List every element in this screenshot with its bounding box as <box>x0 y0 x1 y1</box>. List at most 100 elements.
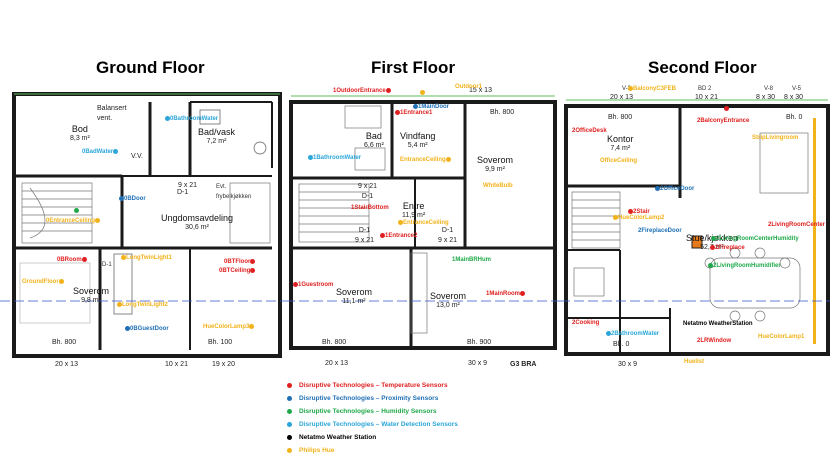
bh-right-second: Bh. 0 <box>786 114 803 121</box>
v8-label: V-8 <box>764 86 774 92</box>
dim-top3-second: 8 x 30 <box>756 94 776 101</box>
sensor-1guestroom[interactable]: 1Guestroom <box>293 282 333 289</box>
sensor-striplivingroom[interactable]: StripLivingroom <box>752 135 799 141</box>
sensor-balcony-dot[interactable] <box>724 106 729 113</box>
sensor-longtwinlight2[interactable]: LongTwinLight2 <box>117 302 168 309</box>
sensor-2cooking[interactable]: 2Cooking <box>572 320 600 326</box>
sensor-2bathroomwater[interactable]: 2BathroomWater <box>606 331 659 338</box>
dim-top1-second: 20 x 13 <box>610 94 633 101</box>
sensor-groundfloor[interactable]: GroundFloor <box>22 279 64 286</box>
sensor-2stair[interactable]: 2Stair <box>628 209 650 216</box>
sensor-2livingroomhumidifier[interactable]: 2LivingRoomHumidifier <box>708 263 781 270</box>
first-floor-plan <box>285 95 560 350</box>
d1b-label: D-1 <box>102 262 112 268</box>
sensor-netatmo[interactable]: Netatmo WeatherStation <box>683 321 753 327</box>
legend-item-water: Disruptive Technologies – Water Detectio… <box>287 418 458 431</box>
sensor-whitebulb[interactable]: WhiteBulb <box>483 183 513 189</box>
sensor-longtwinlight1[interactable]: LongTwinLight1 <box>121 255 172 262</box>
bh-top-first: Bh. 800 <box>490 109 515 116</box>
sensor-2livingroomcenterhumidity[interactable]: 2LivingRoomCenterHumidity <box>711 236 799 243</box>
second-floor-title: Second Floor <box>648 58 757 77</box>
sensor-1mainbrhum[interactable]: 1MainBRHum <box>452 257 492 263</box>
sensor-officeceiling[interactable]: OfficeCeiling <box>600 158 638 164</box>
bh-right-first: Bh. 900 <box>467 339 492 346</box>
dim-top2-second: 10 x 21 <box>695 94 718 101</box>
sensor-0btfloor[interactable]: 0BTFloor <box>224 259 256 266</box>
legend-item-proximity: Disruptive Technologies – Proximity Sens… <box>287 392 458 405</box>
sensor-0bguestdoor[interactable]: 0BGuestDoor <box>125 326 169 333</box>
hue-dot-icon <box>287 448 292 453</box>
sensor-outdoor1-dot[interactable] <box>420 90 425 97</box>
sensor-0btceiling[interactable]: 0BTCeiling <box>219 268 256 275</box>
legend: Disruptive Technologies – Temperature Se… <box>287 379 458 457</box>
sensor-0bathroomwater[interactable]: 0BathroomWater <box>165 116 218 123</box>
legend-item-humidity: Disruptive Technologies – Humidity Senso… <box>287 405 458 418</box>
bd2-label: BD 2 <box>698 86 712 92</box>
dim-label-3: 19 x 20 <box>212 361 235 368</box>
second-floor-plan <box>560 99 830 356</box>
sensor-2lrwindow[interactable]: 2LRWindow <box>697 338 732 344</box>
sensor-1maindoor[interactable]: 1MainDoor <box>413 104 449 111</box>
sensor-huecolorlamp2[interactable]: HueColorLamp2 <box>613 215 664 222</box>
bh-bottom-second: Bh. 0 <box>613 341 630 348</box>
dim-left-first: 20 x 13 <box>325 360 348 367</box>
sensor-entranceceiling-first[interactable]: EntranceCeiling <box>400 157 451 164</box>
sensor-outdoor1[interactable]: Outdoor1 <box>455 84 482 90</box>
bh-label-2: Bh. 100 <box>208 339 233 346</box>
water-dot-icon <box>287 422 292 427</box>
sensor-0badwater[interactable]: 0BadWater <box>82 149 119 156</box>
humidity-dot-icon <box>287 409 292 414</box>
sensor-huelist[interactable]: Huelist <box>684 359 705 365</box>
sensor-2fireplace[interactable]: 2Fireplace <box>710 245 745 252</box>
netatmo-dot-icon <box>287 435 292 440</box>
sensor-huecolorlamp3[interactable]: HueColorLamp3 <box>203 324 255 331</box>
sensor-1stairbottom[interactable]: 1StairBottom <box>351 205 389 211</box>
sensor-1entrance2[interactable]: 1Entrance2 <box>380 233 417 240</box>
dim-top4-second: 8 x 30 <box>784 94 804 101</box>
ground-floor-title: Ground Floor <box>96 58 205 77</box>
sensor-1outdoorentrance[interactable]: 1OutdoorEntrance <box>333 88 391 95</box>
first-floor-title: First Floor <box>371 58 456 77</box>
evt-label: Evt.frybelkjøkken <box>216 184 252 200</box>
sensor-entranceceiling-first-2[interactable]: EntranceCeiling <box>398 220 449 227</box>
sensor-1entrance1[interactable]: 1Entrance1 <box>395 110 432 117</box>
g3-label: G3 BRA <box>510 361 537 368</box>
dim-bottom-second: 30 x 9 <box>618 361 638 368</box>
dim-label-1: 20 x 13 <box>55 361 78 368</box>
vv-label: V.V. <box>131 153 143 160</box>
proximity-dot-icon <box>287 396 292 401</box>
sensor-huecolorlamp1[interactable]: HueColorLamp1 <box>758 334 805 340</box>
dim-label-2: 10 x 21 <box>165 361 188 368</box>
sensor-balconyc3feb[interactable]: BalconyC3FEB <box>628 86 676 93</box>
bh-left-first: Bh. 800 <box>322 339 347 346</box>
sensor-0entranceceiling[interactable]: 0EntranceCeiling <box>46 218 101 225</box>
sensor-2fireplacedoor[interactable]: 2FireplaceDoor <box>638 228 682 234</box>
sensor-0bdoor[interactable]: 0BDoor <box>119 196 146 203</box>
sensor-2livingroomcenter[interactable]: 2LivingRoomCenter <box>768 222 826 228</box>
sensor-2officedoor[interactable]: 2OfficeDoor <box>655 186 694 193</box>
ground-floor-plan <box>0 92 285 358</box>
sensor-1mainroom[interactable]: 1MainRoom <box>486 291 526 298</box>
sensor-0broom[interactable]: 0BRoom <box>57 257 87 264</box>
sensor-2balconyentrance[interactable]: 2BalconyEntrance <box>697 118 750 124</box>
sensor-2officedesk[interactable]: 2OfficeDesk <box>572 128 607 134</box>
door-size-label: 9 x 21 <box>178 182 198 189</box>
dim-top-first: 15 x 13 <box>469 87 492 94</box>
sensor-1bathroomwater[interactable]: 1BathroomWater <box>308 155 361 162</box>
bh-label-1: Bh. 800 <box>52 339 77 346</box>
sensor-entrance-dot[interactable] <box>74 208 79 215</box>
